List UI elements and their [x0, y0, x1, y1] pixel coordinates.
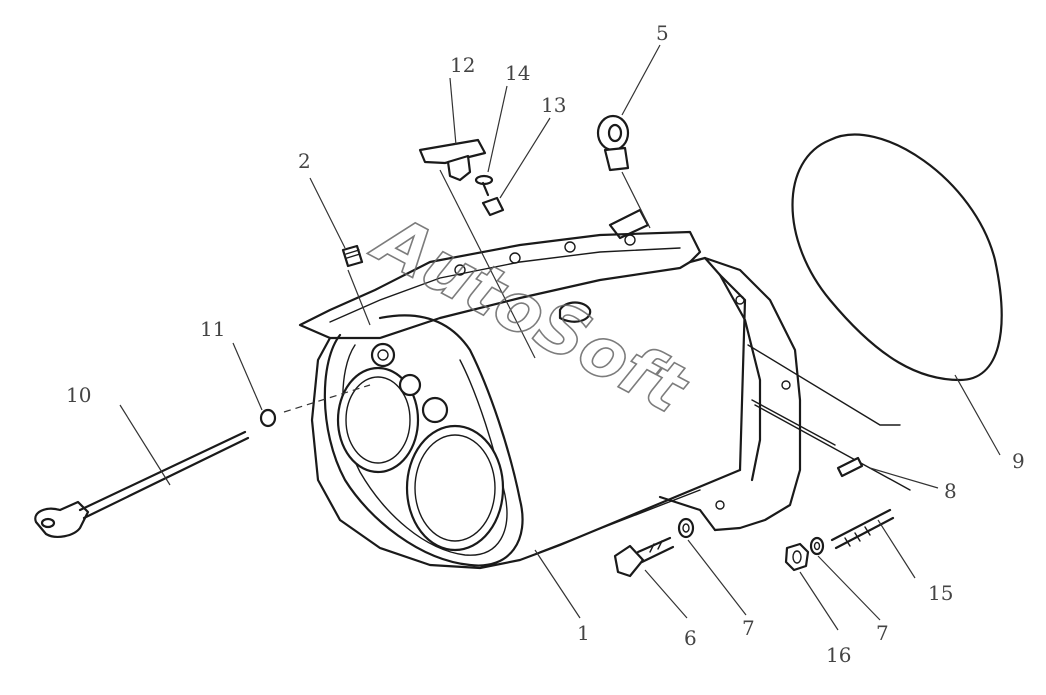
nut-16 — [784, 542, 810, 572]
callout-6: 6 — [684, 626, 697, 650]
callout-9: 9 — [1012, 449, 1025, 473]
callout-1: 1 — [577, 621, 590, 645]
housing-1 — [298, 208, 802, 570]
washer-7-right — [809, 536, 825, 556]
assembly-line-2 — [347, 269, 371, 326]
cover-plate — [747, 344, 911, 491]
callout-7-right: 7 — [876, 621, 889, 645]
assembly-line-5 — [621, 171, 651, 229]
callout-12: 12 — [450, 53, 475, 77]
gasket-9 — [791, 133, 1003, 382]
washer-7-left — [677, 517, 695, 539]
callout-11: 11 — [200, 317, 225, 341]
callout-14: 14 — [505, 61, 530, 85]
callout-5: 5 — [656, 21, 669, 45]
bolt-6 — [613, 536, 675, 578]
callout-2: 2 — [298, 149, 311, 173]
assembly-line-11 — [283, 384, 371, 413]
callout-7-left: 7 — [742, 616, 755, 640]
plate-12 — [418, 138, 487, 182]
callout-8: 8 — [944, 479, 957, 503]
callout-13: 13 — [541, 93, 566, 117]
callout-10: 10 — [66, 383, 91, 407]
dowel-pin-8 — [836, 456, 864, 478]
plug-2 — [341, 244, 364, 268]
leader-lines — [119, 44, 1001, 631]
eye-bolt-5 — [596, 114, 630, 172]
o-ring-11 — [259, 408, 277, 428]
bolt-13 — [481, 181, 505, 217]
callout-16: 16 — [826, 643, 851, 667]
assembly-line-12 — [439, 169, 536, 359]
stud-15 — [830, 508, 895, 550]
dipstick-10 — [34, 430, 250, 538]
callout-15: 15 — [928, 581, 953, 605]
